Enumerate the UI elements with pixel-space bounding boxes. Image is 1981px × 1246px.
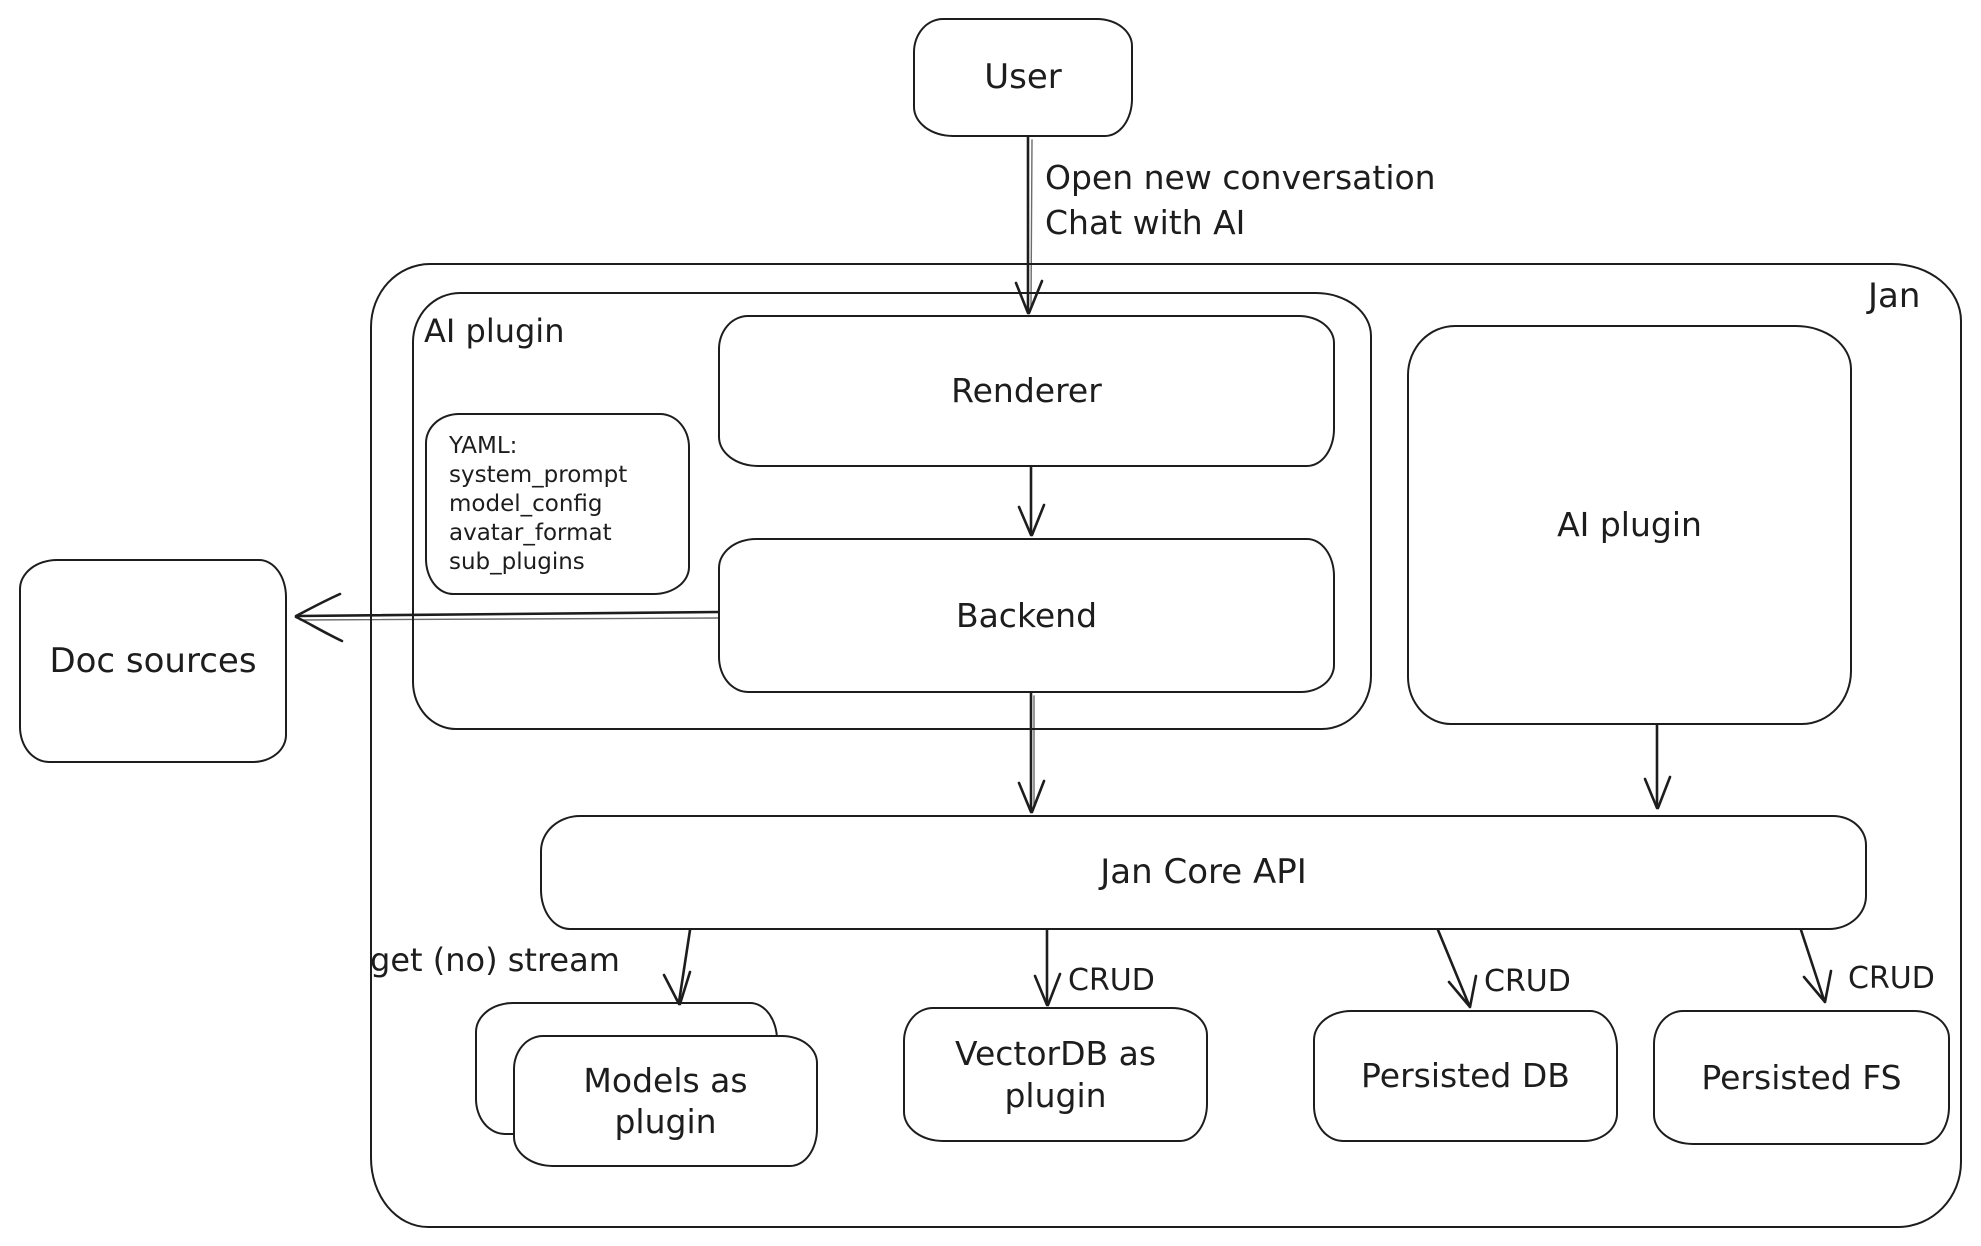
backend-label: Backend xyxy=(955,595,1098,635)
jan-container xyxy=(370,263,1962,1228)
ai-plugin-right-node: AI plugin xyxy=(1407,325,1852,725)
yaml-note-line: avatar_format xyxy=(449,519,612,546)
crud-label-persisted-db: CRUD xyxy=(1484,964,1571,999)
crud-label-vectordb: CRUD xyxy=(1068,963,1155,998)
yaml-note: YAML: system_prompt model_config avatar_… xyxy=(425,413,690,595)
models-plugin-node: Models as plugin xyxy=(513,1035,818,1167)
ai-plugin-right-label: AI plugin xyxy=(1557,505,1702,545)
yaml-note-line: model_config xyxy=(449,490,603,517)
renderer-label: Renderer xyxy=(951,371,1102,411)
get-no-stream-label: get (no) stream xyxy=(370,941,620,979)
yaml-note-line: YAML: xyxy=(449,432,518,459)
crud-label-persisted-fs: CRUD xyxy=(1848,961,1935,996)
yaml-note-line: system_prompt xyxy=(449,461,628,488)
persisted-db-label: Persisted DB xyxy=(1361,1056,1570,1096)
renderer-node: Renderer xyxy=(718,315,1335,467)
user-node: User xyxy=(913,18,1133,137)
user-arrow-label-line: Chat with AI xyxy=(1045,203,1246,242)
user-arrow-label: Open new conversation Chat with AI xyxy=(1045,155,1436,245)
persisted-fs-label: Persisted FS xyxy=(1701,1057,1902,1097)
models-plugin-label-line: Models as xyxy=(583,1060,748,1100)
jan-core-api-label: Jan Core API xyxy=(1100,852,1307,893)
vectordb-plugin-node: VectorDB as plugin xyxy=(903,1007,1208,1142)
ai-plugin-left-label: AI plugin xyxy=(424,312,565,350)
doc-sources-label: Doc sources xyxy=(49,640,257,681)
doc-sources-node: Doc sources xyxy=(19,559,287,763)
models-plugin-label-line: plugin xyxy=(614,1102,717,1141)
user-arrow-label-line: Open new conversation xyxy=(1045,158,1436,197)
persisted-fs-node: Persisted FS xyxy=(1653,1010,1950,1145)
yaml-note-line: sub_plugins xyxy=(449,548,585,575)
backend-node: Backend xyxy=(718,538,1335,693)
ai-plugin-left-container xyxy=(412,292,1372,730)
vectordb-plugin-label-line: plugin xyxy=(1004,1075,1107,1115)
user-label: User xyxy=(984,57,1062,98)
jan-core-api-node: Jan Core API xyxy=(540,815,1867,930)
jan-container-label: Jan xyxy=(1868,276,1921,316)
vectordb-plugin-label-line: VectorDB as xyxy=(954,1034,1157,1074)
persisted-db-node: Persisted DB xyxy=(1313,1010,1618,1142)
